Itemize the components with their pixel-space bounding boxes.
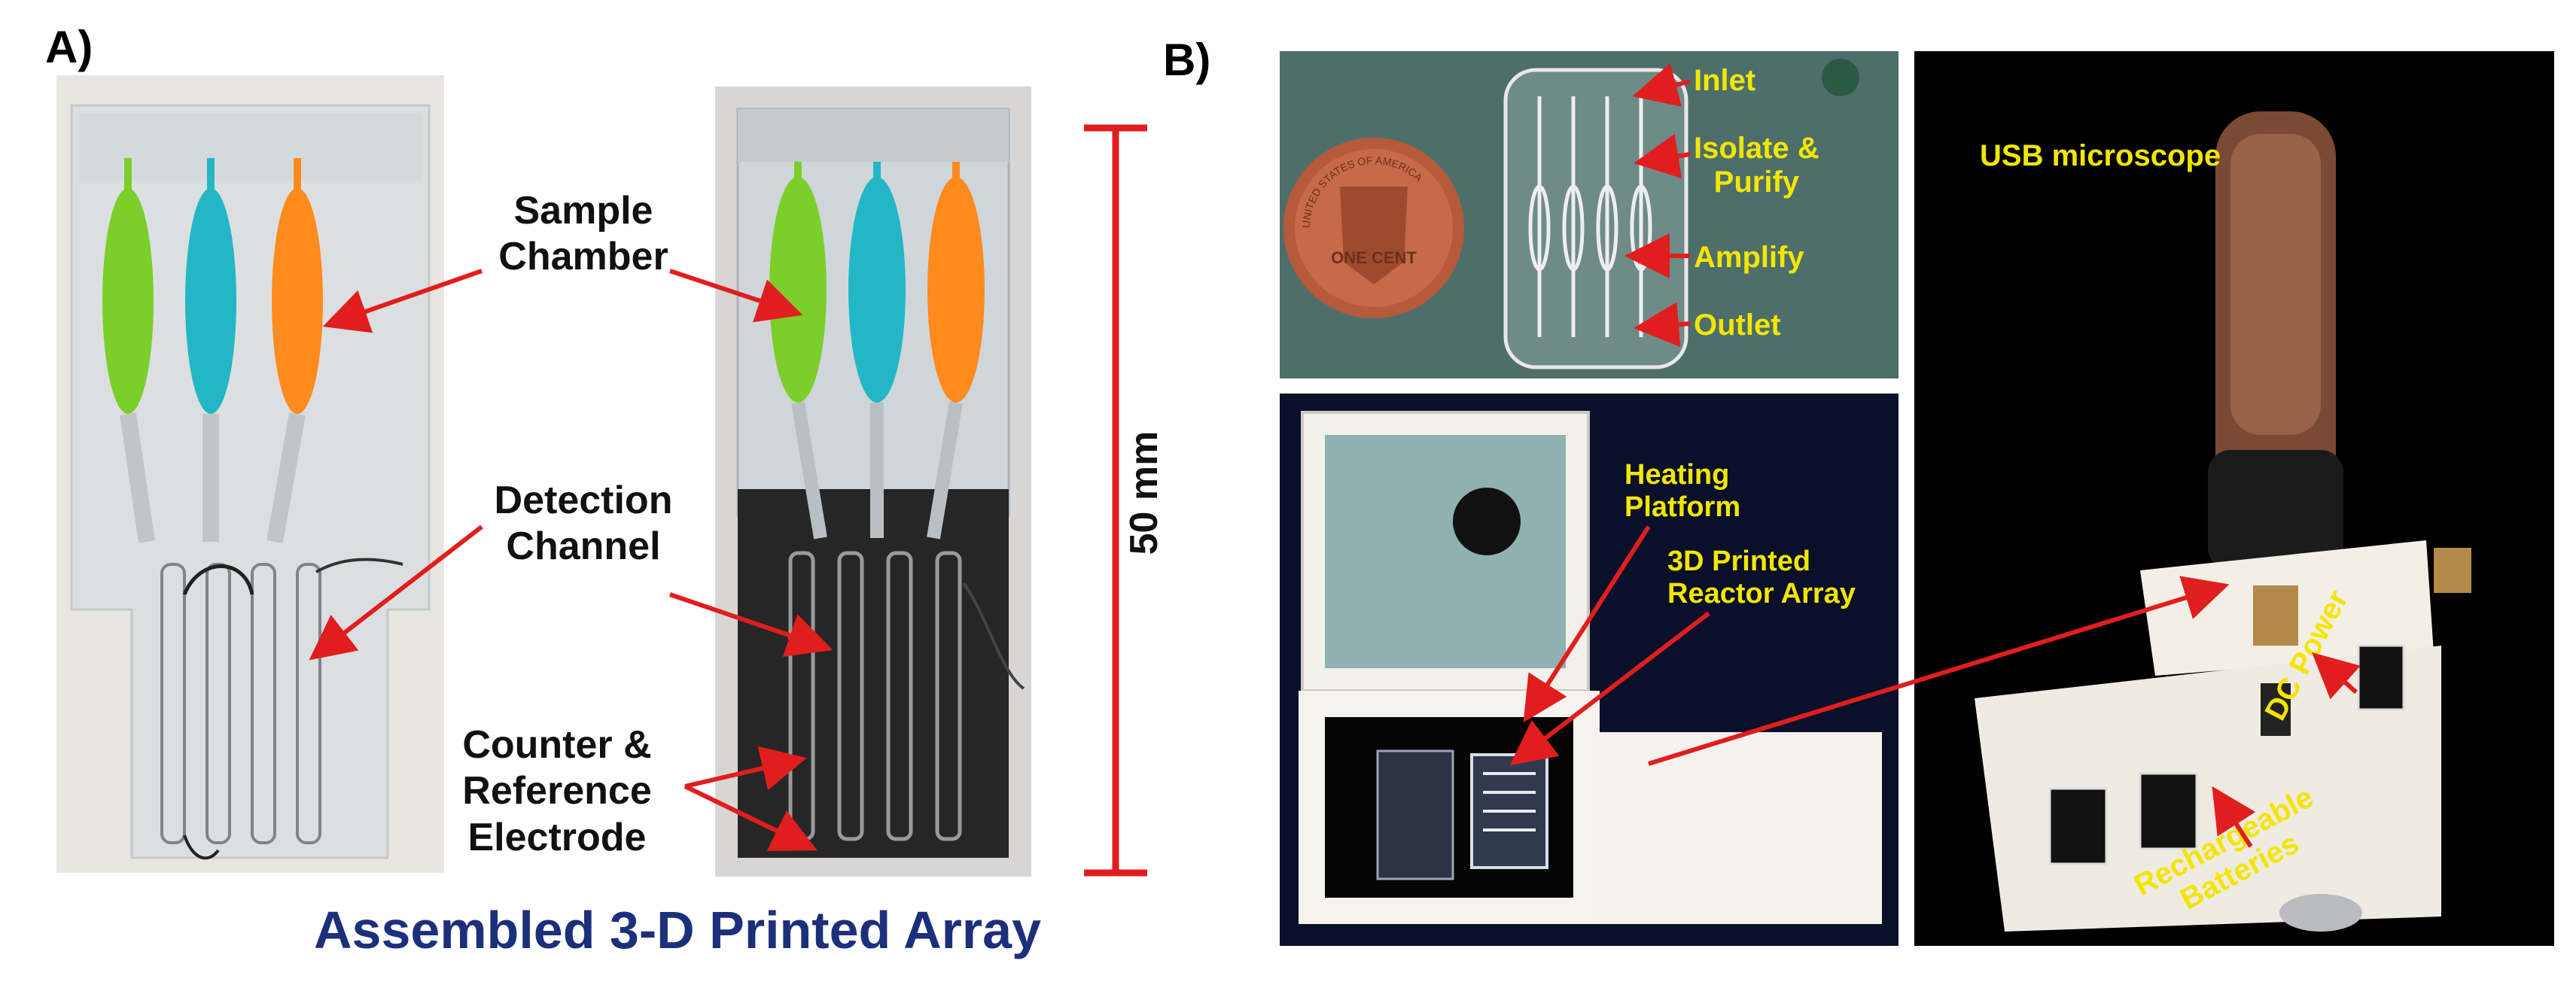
label-detection-channel: Detection Channel: [494, 479, 673, 569]
box-side: [1596, 732, 1882, 924]
chip-label-isolate: Isolate & Purify: [1694, 132, 1819, 199]
scale-bar-label: 50 mm: [1122, 430, 1166, 555]
chamber-green: [102, 188, 154, 414]
device-left-drawing: [70, 104, 431, 860]
device-right-drawing: [736, 108, 1025, 858]
chip-photo: ONE CENT UNITED STATES OF AMERICA: [1280, 51, 1899, 378]
chamber-cyan: [185, 188, 236, 414]
device-photo-left: [56, 75, 444, 873]
label-sample-chamber: Sample Chamber: [498, 189, 668, 279]
chip-label-amplify: Amplify: [1694, 241, 1804, 274]
label-heating-platform: Heating Platform: [1624, 459, 1741, 523]
panel-a-letter: A): [45, 22, 93, 72]
box-photo: [1280, 394, 1899, 946]
chamber-orange-right: [927, 177, 985, 403]
chamber-green-right: [769, 177, 827, 403]
panel-b-letter: B): [1163, 35, 1211, 85]
label-counter-reference-electrode: Counter & Reference Electrode: [462, 723, 652, 859]
device-photo: [1914, 51, 2554, 946]
device-photo-right: [715, 87, 1031, 877]
chamber-orange: [272, 188, 323, 414]
chamber-cyan-right: [848, 177, 906, 403]
microfluidic-chip: [1503, 68, 1688, 369]
label-reactor-array: 3D Printed Reactor Array: [1667, 546, 1856, 609]
chip-label-outlet: Outlet: [1694, 309, 1781, 342]
chip-label-inlet: Inlet: [1694, 64, 1756, 97]
coin-text-bottom: ONE CENT: [1331, 248, 1417, 267]
panel-a-caption: Assembled 3-D Printed Array: [313, 901, 1042, 959]
label-usb-microscope: USB microscope: [1980, 139, 2221, 172]
